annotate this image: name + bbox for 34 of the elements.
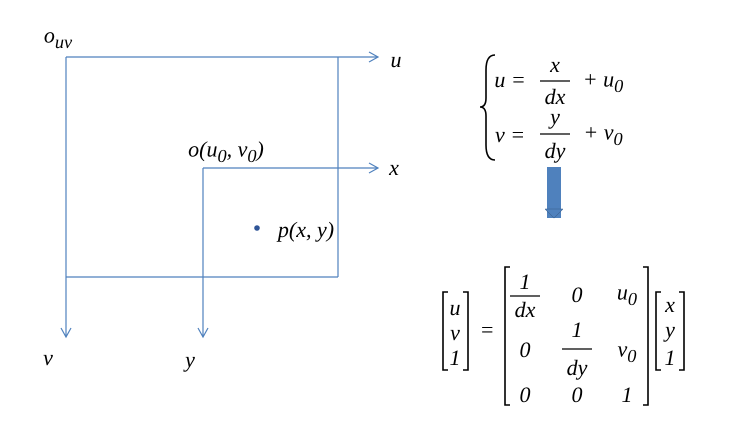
math-term: u = bbox=[494, 69, 526, 91]
axis-label: o(u$_{0}$, v$_{0}$) bbox=[188, 138, 264, 166]
matrix-entry: x bbox=[665, 294, 675, 316]
matrix-entry: dy bbox=[566, 357, 588, 379]
axis-label: u bbox=[390, 49, 402, 71]
matrix-entry: u bbox=[450, 297, 460, 319]
axis-label: v bbox=[43, 347, 53, 369]
matrix-entry: 1 bbox=[450, 347, 460, 369]
math-term: x bbox=[550, 54, 560, 76]
math-term: v = bbox=[494, 124, 526, 146]
math-term: + v$_{0}$ bbox=[583, 122, 623, 148]
matrix-entry: v$_{0}$ bbox=[618, 338, 636, 366]
matrix-entry: u$_{0}$ bbox=[616, 282, 638, 308]
matrix-entry: 0 bbox=[572, 284, 582, 306]
axis-label: y bbox=[185, 349, 195, 371]
math-term: dx bbox=[544, 86, 566, 108]
matrix-entry: y bbox=[665, 319, 675, 341]
matrix-entry: 0 bbox=[520, 339, 530, 361]
matrix-entry: 0 bbox=[520, 384, 530, 406]
axis-label: o$_{uv}$ bbox=[44, 24, 72, 52]
matrix-entry: 1 bbox=[572, 319, 582, 341]
matrix-entry: dx bbox=[514, 299, 536, 321]
matrix-entry: 0 bbox=[572, 384, 582, 406]
matrix-entry: v bbox=[450, 322, 460, 344]
matrix-entry: = bbox=[480, 319, 494, 341]
block-arrow bbox=[544, 167, 564, 218]
matrix-entry: 1 bbox=[520, 271, 530, 293]
matrix-entry: 1 bbox=[664, 347, 676, 369]
matrix-entry: 1 bbox=[622, 384, 632, 406]
axis-label: x bbox=[389, 157, 399, 179]
math-term: + u$_{0}$ bbox=[582, 68, 624, 96]
math-term: y bbox=[550, 106, 560, 128]
math-term: dy bbox=[544, 140, 566, 162]
axis-label: p(x, y) bbox=[278, 219, 334, 241]
